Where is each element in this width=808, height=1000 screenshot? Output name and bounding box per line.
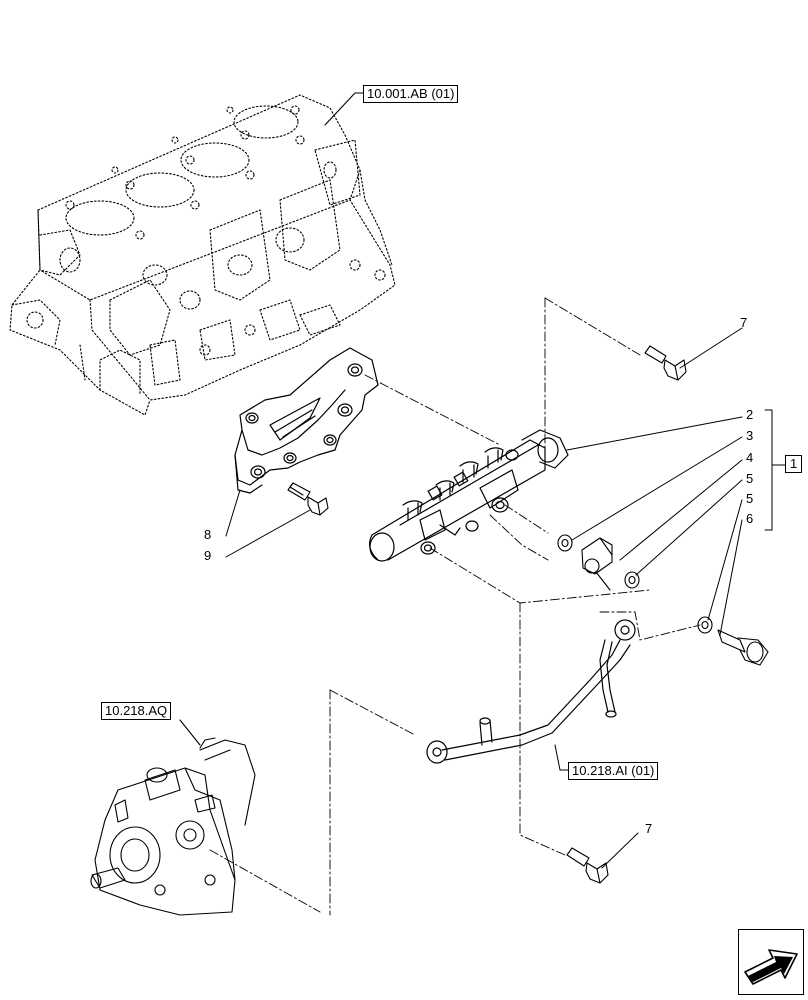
fuel-rail-illustration <box>368 429 569 562</box>
engine-block-illustration <box>9 94 396 416</box>
fuel-pipe-illustration <box>426 619 636 764</box>
callout-7-bottom: 7 <box>645 821 653 836</box>
bolt-7-bottom-illustration <box>566 847 609 884</box>
bolt-9-illustration <box>287 482 329 516</box>
engine-block-reference-label[interactable]: 10.001.AB (01) <box>363 85 459 103</box>
callout-8: 8 <box>204 527 212 542</box>
callout-5-first: 5 <box>746 471 754 486</box>
bracket-illustration <box>234 347 379 494</box>
callout-2: 2 <box>746 407 754 422</box>
callout-5-second: 5 <box>746 491 754 506</box>
assembly-guide-lines <box>209 297 701 916</box>
pump-reference-leader <box>179 719 201 746</box>
callout-4: 4 <box>746 450 754 465</box>
pump-reference-label[interactable]: 10.218.AQ <box>101 702 172 720</box>
next-page-button[interactable] <box>738 929 804 995</box>
callout-7-top: 7 <box>740 315 748 330</box>
seal-washers-illustration <box>557 534 769 666</box>
engine-reference-leader <box>324 92 364 126</box>
callout-leaders <box>225 327 786 869</box>
callout-6: 6 <box>746 511 754 526</box>
bolt-7-top-illustration <box>644 345 687 381</box>
group-callout-1: 1 <box>785 455 803 473</box>
next-page-arrow-icon <box>744 949 798 985</box>
pipe-reference-label[interactable]: 10.218.AI (01) <box>568 762 659 780</box>
callout-9: 9 <box>204 548 212 563</box>
callout-3: 3 <box>746 428 754 443</box>
fuel-pump-illustration <box>90 737 256 916</box>
